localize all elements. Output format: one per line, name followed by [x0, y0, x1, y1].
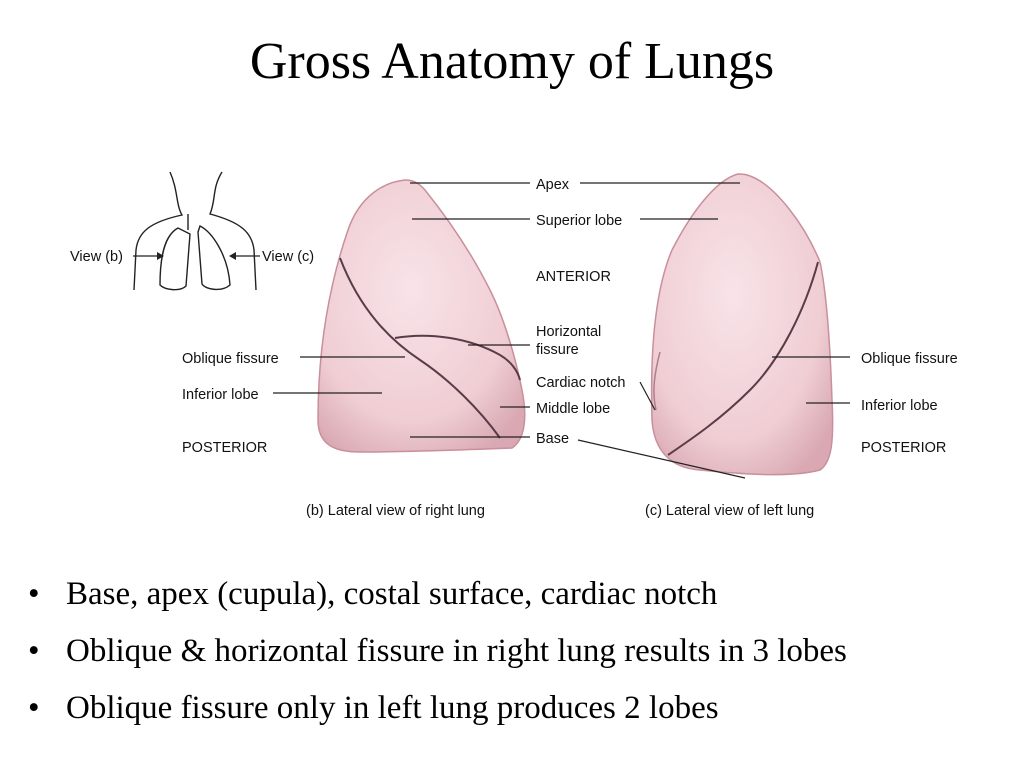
oblique-fissure-label-left: Oblique fissure [861, 351, 958, 367]
left-lung [650, 173, 834, 476]
view-b-label: View (b) [70, 249, 123, 265]
oblique-fissure-label-right: Oblique fissure [182, 351, 279, 367]
caption-left-lung: (c) Lateral view of left lung [645, 503, 814, 519]
bullet-item: • Oblique & horizontal fissure in right l… [28, 629, 847, 686]
bullet-marker: • [28, 690, 40, 726]
posterior-label-left: POSTERIOR [861, 440, 946, 456]
caption-right-lung: (b) Lateral view of right lung [306, 503, 485, 519]
bullet-item: • Oblique fissure only in left lung produ… [28, 686, 847, 743]
base-label: Base [536, 431, 569, 447]
lung-diagram: View (b) View (c) [70, 171, 958, 519]
leader-lines [273, 182, 850, 479]
bullet-list: • Base, apex (cupula), costal surface, ca… [28, 572, 847, 743]
torso-right-lung-outline [159, 227, 191, 291]
base-leader-left [577, 439, 746, 479]
horizontal-fissure-label-line2: fissure [536, 342, 579, 358]
middle-lobe-label: Middle lobe [536, 401, 610, 417]
view-c-label: View (c) [262, 249, 314, 265]
apex-label: Apex [536, 177, 570, 193]
inferior-lobe-label-right: Inferior lobe [182, 387, 259, 403]
posterior-label-right: POSTERIOR [182, 440, 267, 456]
slide-title: Gross Anatomy of Lungs [249, 33, 775, 90]
superior-lobe-label: Superior lobe [536, 213, 622, 229]
right-lung-shape [317, 179, 526, 453]
left-lung-shape [650, 173, 834, 476]
right-lung [317, 179, 526, 453]
bullet-item: • Base, apex (cupula), costal surface, ca… [28, 572, 847, 629]
horizontal-fissure-label-line1: Horizontal [536, 324, 601, 340]
cardiac-notch-label: Cardiac notch [536, 375, 625, 391]
view-c-arrowhead [229, 252, 236, 260]
inferior-lobe-label-left: Inferior lobe [861, 398, 938, 414]
lung-anatomy-figure: View (b) View (c) [0, 160, 1024, 530]
view-b-arrowhead [157, 252, 164, 260]
left-oblique-fissure [667, 261, 819, 456]
bullet-marker: • [28, 576, 40, 612]
left-cardiac-notch [653, 351, 661, 411]
right-horizontal-fissure [394, 334, 521, 381]
bullet-marker: • [28, 633, 40, 669]
right-oblique-fissure [339, 257, 501, 439]
anterior-label: ANTERIOR [536, 269, 611, 285]
cardiac-notch-leader [639, 381, 656, 411]
torso-left-lung-outline [197, 225, 231, 291]
bullet-text: Base, apex (cupula), costal surface, car… [66, 576, 718, 612]
bullet-text: Oblique fissure only in left lung produc… [66, 690, 719, 726]
torso-sketch [133, 171, 257, 291]
bullet-text: Oblique & horizontal fissure in right lu… [66, 633, 847, 669]
